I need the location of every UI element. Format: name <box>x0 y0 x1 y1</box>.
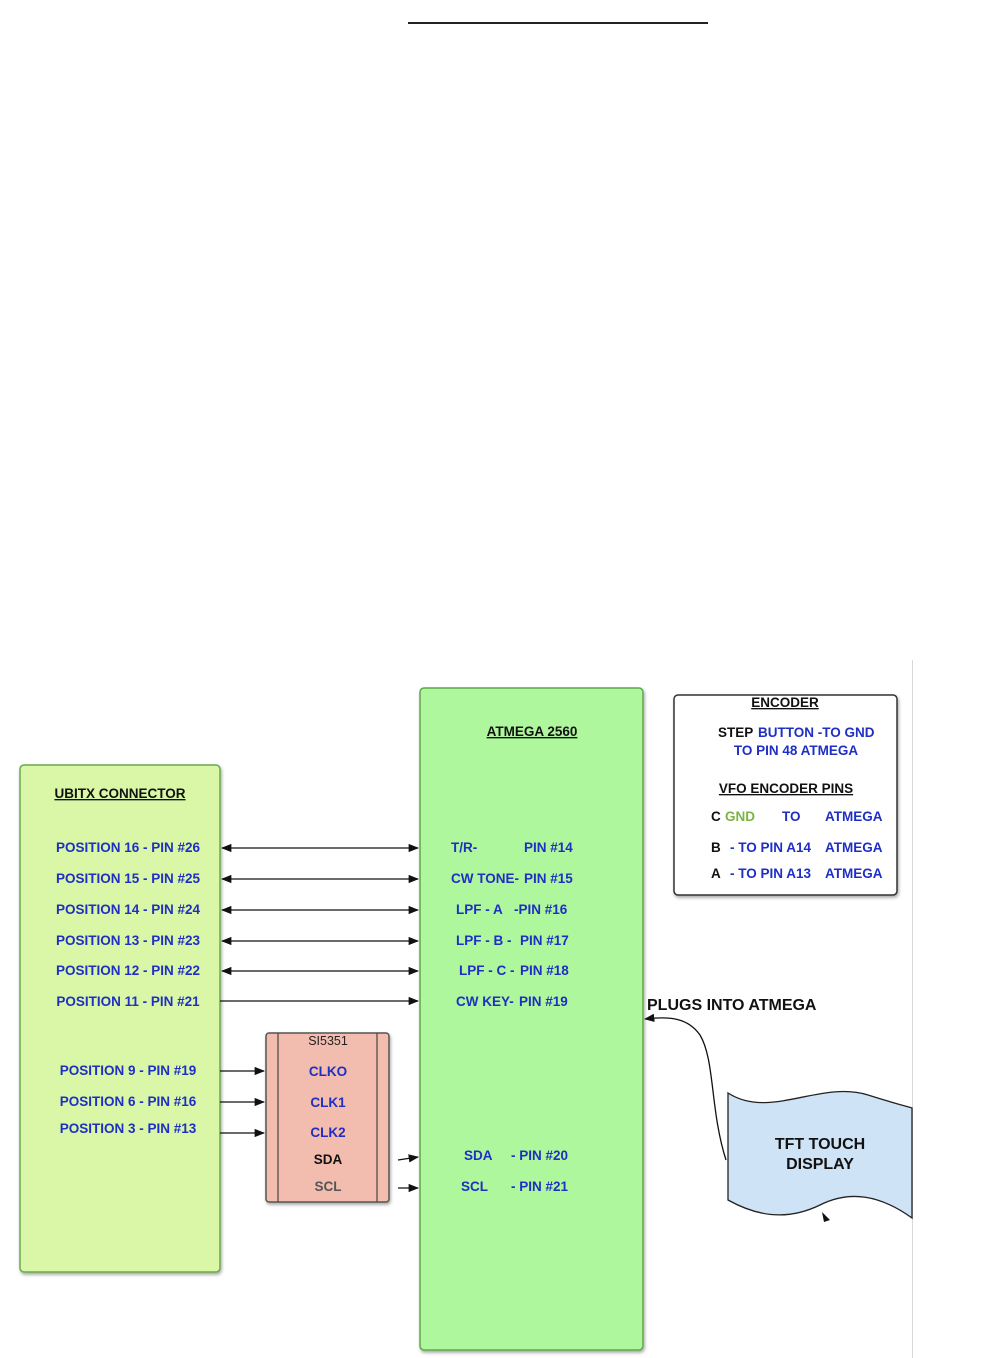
si5351-box <box>265 1032 390 1203</box>
encoder-row-c-to: TO <box>782 809 801 824</box>
ubitx-position-11: POSITION 11 - PIN #21 <box>56 994 200 1009</box>
atmega-box <box>419 687 644 1351</box>
atmega-block: ATMEGA 2560 T/R- PIN #14 CW TONE- PIN #1… <box>419 687 644 1351</box>
atmega-pin-tr-pin: PIN #14 <box>524 840 573 855</box>
tft-display-shape <box>727 1090 913 1220</box>
ubitx-position-15: POSITION 15 - PIN #25 <box>56 871 201 886</box>
ubitx-position-12: POSITION 12 - PIN #22 <box>56 963 200 978</box>
si5351-title: SI5351 <box>308 1034 348 1048</box>
encoder-row-a-letter: A <box>711 866 721 881</box>
encoder-box <box>673 694 898 896</box>
si5351-block: SI5351 CLKO CLK1 CLK2 SDA SCL <box>265 1032 390 1203</box>
atmega-pin-lpfa-pin: -PIN #16 <box>514 902 568 917</box>
page-edge-line <box>912 660 913 1358</box>
tft-plug-cable <box>643 1013 727 1161</box>
si5351-scl: SCL <box>315 1179 342 1194</box>
atmega-title: ATMEGA 2560 <box>487 724 578 739</box>
encoder-row-b-end: ATMEGA <box>825 840 883 855</box>
encoder-step-text: BUTTON -TO GND <box>758 725 875 740</box>
atmega-pin-cwtone-name: CW TONE- <box>451 871 519 886</box>
encoder-row-a-end: ATMEGA <box>825 866 883 881</box>
tft-pointer <box>822 1212 830 1222</box>
encoder-row-c-gnd: GND <box>725 809 755 824</box>
encoder-row-c-end: ATMEGA <box>825 809 883 824</box>
ubitx-position-14: POSITION 14 - PIN #24 <box>56 902 201 917</box>
ubitx-position-9: POSITION 9 - PIN #19 <box>60 1063 197 1078</box>
encoder-row-b-letter: B <box>711 840 721 855</box>
tft-label-line2: DISPLAY <box>786 1156 854 1173</box>
connection-lines <box>220 843 420 1193</box>
atmega-pin-lpfb-pin: PIN #17 <box>520 933 569 948</box>
encoder-row-b-mid: - TO PIN A14 <box>730 840 812 855</box>
si5351-clk0: CLKO <box>309 1064 347 1079</box>
ubitx-position-6: POSITION 6 - PIN #16 <box>60 1094 197 1109</box>
encoder-row-c-letter: C <box>711 809 721 824</box>
wire-sda <box>397 1154 420 1163</box>
ubitx-title: UBITX CONNECTOR <box>54 786 185 801</box>
si5351-clk2: CLK2 <box>310 1125 345 1140</box>
atmega-pin-sda-pin: - PIN #20 <box>511 1148 568 1163</box>
atmega-pin-lpfc-pin: PIN #18 <box>520 963 569 978</box>
encoder-vfo-title: VFO ENCODER PINS <box>719 781 853 796</box>
atmega-pin-lpfb-name: LPF - B - <box>456 933 512 948</box>
atmega-pin-cwkey-name: CW KEY- <box>456 994 514 1009</box>
encoder-step-line2: TO PIN 48 ATMEGA <box>734 743 859 758</box>
ubitx-position-13: POSITION 13 - PIN #23 <box>56 933 201 948</box>
atmega-pin-scl-name: SCL <box>461 1179 488 1194</box>
si5351-sda: SDA <box>314 1152 343 1167</box>
atmega-pin-cwtone-pin: PIN #15 <box>524 871 573 886</box>
atmega-pin-lpfa-name: LPF - A <box>456 902 503 917</box>
encoder-title: ENCODER <box>751 695 819 710</box>
tft-display-block: TFT TOUCH DISPLAY PLUGS INTO ATMEGA <box>643 997 913 1222</box>
ubitx-position-3: POSITION 3 - PIN #13 <box>60 1121 197 1136</box>
atmega-pin-sda-name: SDA <box>464 1148 493 1163</box>
tft-label-line1: TFT TOUCH <box>775 1136 865 1153</box>
si5351-clk1: CLK1 <box>310 1095 346 1110</box>
ubitx-connector-block: UBITX CONNECTOR POSITION 16 - PIN #26 PO… <box>19 764 221 1273</box>
atmega-pin-lpfc-name: LPF - C - <box>459 963 515 978</box>
atmega-pin-scl-pin: - PIN #21 <box>511 1179 569 1194</box>
encoder-row-a-mid: - TO PIN A13 <box>730 866 812 881</box>
ubitx-connector-box <box>19 764 221 1273</box>
atmega-pin-tr-name: T/R- <box>451 840 477 855</box>
plugs-into-label: PLUGS INTO ATMEGA <box>647 997 817 1014</box>
encoder-step-label: STEP <box>718 725 753 740</box>
title-underline <box>408 22 708 24</box>
encoder-block: ENCODER STEP BUTTON -TO GND TO PIN 48 AT… <box>673 694 898 896</box>
atmega-pin-cwkey-pin: PIN #19 <box>519 994 568 1009</box>
ubitx-position-16: POSITION 16 - PIN #26 <box>56 840 201 855</box>
